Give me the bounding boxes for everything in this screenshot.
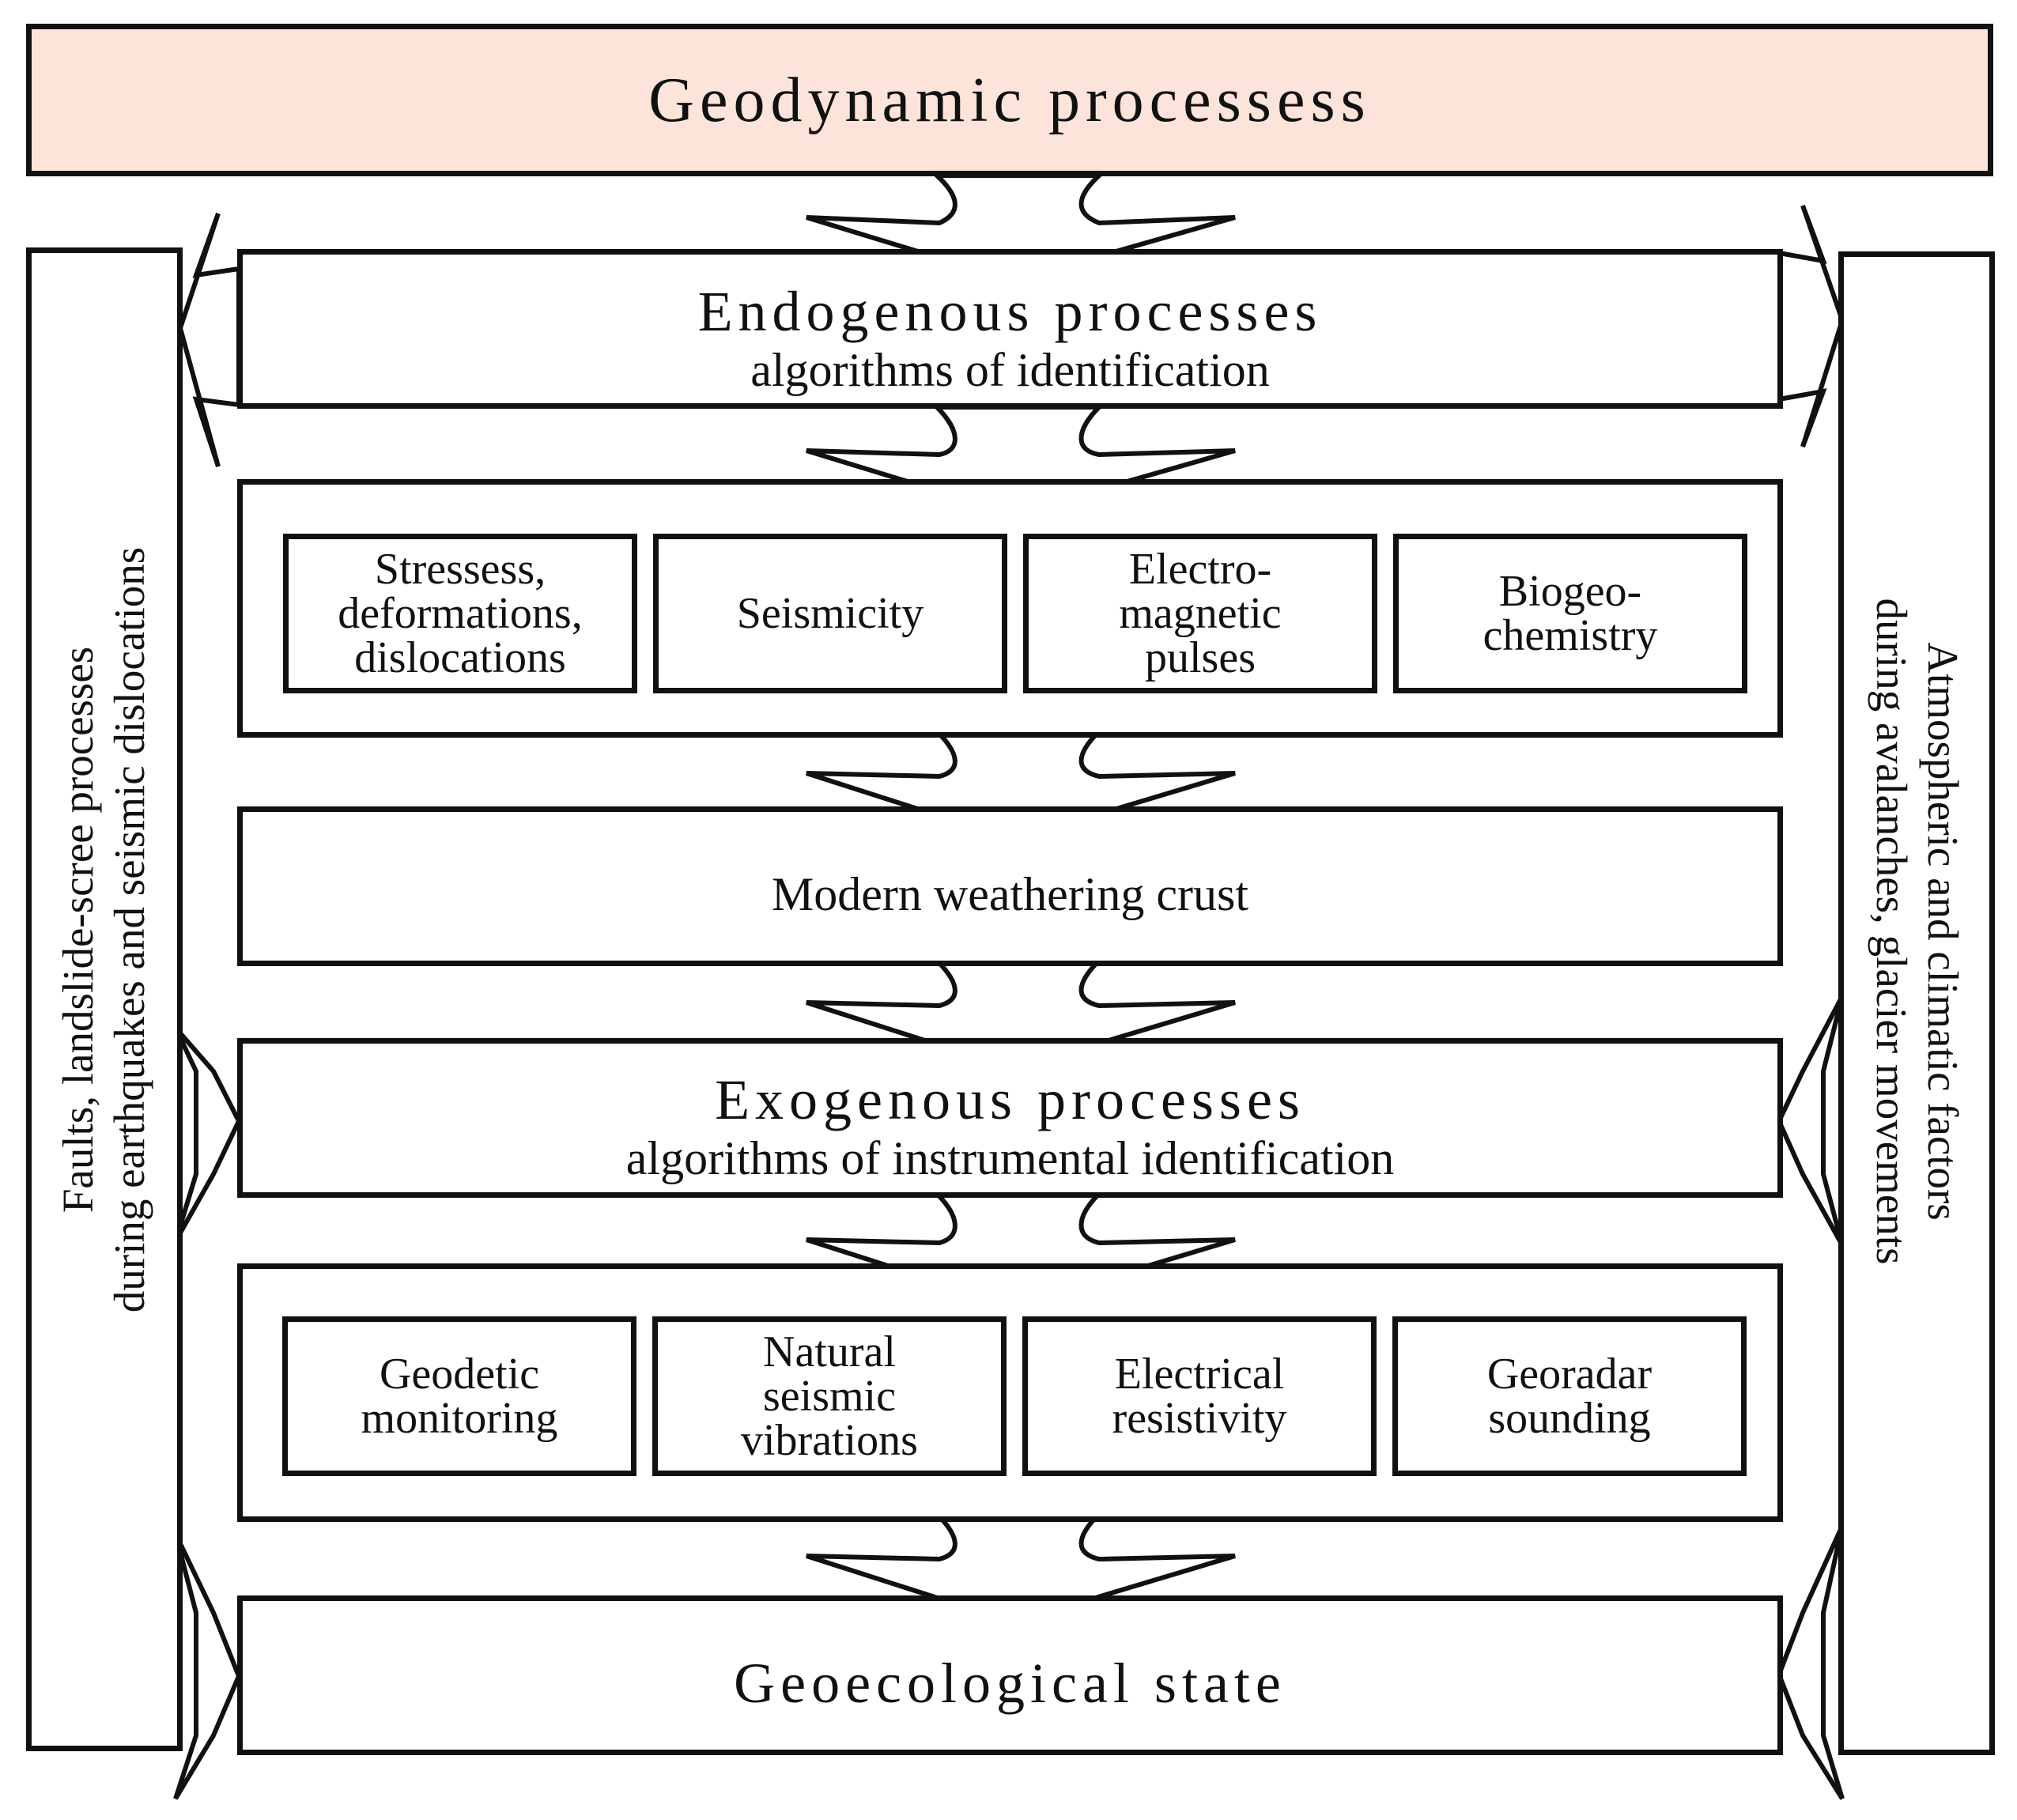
endogenous-subtitle: algorithms of identification xyxy=(750,344,1270,397)
method-electromagnetic-box: Electro-magnetic pulses xyxy=(1023,534,1377,693)
method-geodetic-label: Geodetic monitoring xyxy=(361,1350,558,1443)
right-factor-box xyxy=(1838,251,1995,1755)
method-electrical-resistivity-label: Electrical resistivity xyxy=(1112,1350,1287,1443)
geoecological-state-box: Geoecological state xyxy=(237,1595,1783,1755)
weathering-crust-label: Modern weathering crust xyxy=(771,868,1249,920)
method-georadar-label: Georadar sounding xyxy=(1486,1350,1653,1443)
method-stresses-label: Stressess, deformations, dislocations xyxy=(338,545,583,682)
right-arrow-mid xyxy=(1776,995,1845,1247)
right-arrow-bottom xyxy=(1776,1524,1845,1800)
method-natural-seismic-box: Natural seismic vibrations xyxy=(652,1316,1007,1476)
weathering-crust-box: Modern weathering crust xyxy=(237,806,1783,966)
method-seismicity-label: Seismicity xyxy=(736,589,924,638)
method-electromagnetic-label: Electro-magnetic pulses xyxy=(1119,545,1282,682)
geoecological-state-label: Geoecological state xyxy=(734,1651,1286,1715)
left-arrow-top xyxy=(177,212,241,467)
method-geodetic-box: Geodetic monitoring xyxy=(282,1316,636,1476)
endogenous-title: Endogenous processes xyxy=(697,279,1323,343)
geodynamic-processes-box: Geodynamic processess xyxy=(26,24,1993,176)
left-factor-line2: during earthquakes and seismic dislocati… xyxy=(105,546,153,1313)
method-natural-seismic-label: Natural seismic vibrations xyxy=(741,1327,918,1465)
down-arrow-4 xyxy=(806,958,1236,1072)
down-arrow-6 xyxy=(806,1512,1236,1626)
left-factor-line1: Faults, landslide-scree processes xyxy=(54,646,103,1214)
method-biogeochemistry-label: Biogeo-chemistry xyxy=(1483,567,1658,660)
left-factor-box xyxy=(26,247,183,1751)
right-factor-label: Atmospheric and climatic factors during … xyxy=(1865,598,1968,1264)
right-arrow-top xyxy=(1777,204,1845,448)
right-factor-line2: during avalanches, glacier movements xyxy=(1868,598,1916,1265)
endogenous-processes-box: Endogenous processes algorithms of ident… xyxy=(237,249,1783,409)
geodynamic-processes-title: Geodynamic processess xyxy=(648,65,1371,135)
method-seismicity-box: Seismicity xyxy=(653,534,1007,693)
left-factor-label: Faults, landslide-scree processes during… xyxy=(53,547,156,1312)
method-stresses-box: Stressess, deformations, dislocations xyxy=(283,534,637,693)
left-arrow-mid xyxy=(173,1026,242,1243)
left-arrow-bottom xyxy=(173,1532,242,1800)
exogenous-processes-box: Exogenous processes algorithms of instru… xyxy=(237,1038,1783,1198)
exogenous-subtitle: algorithms of instrumental identificatio… xyxy=(625,1132,1395,1185)
method-electrical-resistivity-box: Electrical resistivity xyxy=(1022,1316,1377,1476)
exogenous-title: Exogenous processes xyxy=(715,1067,1305,1131)
right-factor-line1: Atmospheric and climatic factors xyxy=(1918,642,1967,1221)
method-georadar-box: Georadar sounding xyxy=(1392,1316,1747,1476)
method-biogeochemistry-box: Biogeo-chemistry xyxy=(1393,534,1747,693)
